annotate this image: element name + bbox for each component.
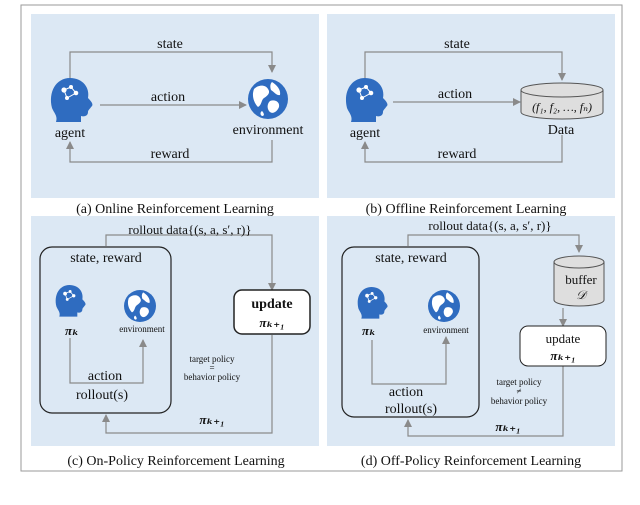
environment-globe-icon (124, 290, 156, 322)
panel-c-action-label: action (88, 369, 122, 384)
panel-c-rollouts-label: rollout(s) (76, 388, 128, 403)
panel-a-action-label: action (151, 90, 185, 105)
panel-d-update-box (519, 325, 607, 367)
panel-d-pi-k1-box-label: πₖ₊₁ (550, 348, 575, 363)
panel-b-data-content: (f₁, f₂, …, fₙ) (532, 100, 592, 114)
panel-d-rollout-data-label: rollout data{(s, a, s′, r)} (428, 218, 551, 233)
panel-a-agent-label: agent (55, 126, 85, 141)
panel-b: (f₁, f₂, …, fₙ) state action reward agen… (345, 37, 604, 217)
panel-b-state-label: state (444, 37, 470, 52)
panel-a-reward-label: reward (151, 147, 190, 162)
panel-a: state action reward agent environment (a… (50, 37, 304, 217)
panel-d-policy-return-arrow (404, 366, 564, 437)
panel-d-target-policy-label: target policy (496, 377, 542, 387)
panel-c-policy-return-arrow (102, 335, 273, 434)
panel-d-rollout-box (341, 246, 480, 418)
panel-b-agent-label: agent (350, 126, 380, 141)
panel-b-reward-arrow (361, 135, 563, 163)
panel-c-target-policy-label: target policy (189, 354, 235, 364)
panel-d-buffer-symbol: 𝒟 (576, 288, 588, 302)
panel-d-action-label: action (389, 385, 423, 400)
panel-d-pi-k-label: πₖ (362, 323, 376, 338)
panel-c-rollout-data-label: rollout data{(s, a, s′, r)} (128, 222, 251, 237)
panel-d-caption: (d) Off-Policy Reinforcement Learning (361, 454, 581, 469)
panel-b-caption: (b) Offline Reinforcement Learning (366, 202, 567, 217)
panel-c-behavior-policy-label: behavior policy (184, 372, 241, 382)
environment-globe-icon (428, 290, 460, 322)
panel-b-state-arrow (364, 51, 566, 81)
panel-d-action-arrow (371, 336, 450, 385)
panel-b-reward-label: reward (438, 147, 477, 162)
panel-c-environment-label: environment (119, 324, 165, 334)
buffer-cylinder-icon (553, 255, 605, 307)
panel-d-not-equals-symbol: ≠ (517, 386, 522, 396)
panel-c-pi-k1-bottom-label: πₖ₊₁ (199, 412, 224, 427)
panel-c-update-label: update (251, 297, 292, 312)
panel-d-environment-label: environment (423, 325, 469, 335)
environment-globe-icon (248, 79, 288, 119)
panel-c-rollout-box (39, 246, 172, 414)
panel-a-reward-arrow (66, 140, 273, 163)
panel-d-rollout-data-arrow (407, 234, 583, 253)
panel-a-caption: (a) Online Reinforcement Learning (76, 202, 274, 217)
panel-d-state-reward-label: state, reward (375, 251, 447, 266)
panel-d-behavior-policy-label: behavior policy (491, 396, 548, 406)
panel-c-action-arrow (69, 338, 147, 384)
panel-c: state, reward πₖ environment action roll… (39, 222, 311, 469)
panel-b-data-label: Data (548, 123, 575, 138)
panel-d-rollouts-label: rollout(s) (385, 402, 437, 417)
panel-d-buffer-label: buffer (565, 272, 597, 287)
panel-a-state-arrow (69, 51, 276, 80)
panel-c-caption: (c) On-Policy Reinforcement Learning (67, 454, 284, 469)
panel-d-pi-k1-bottom-label: πₖ₊₁ (495, 419, 520, 434)
panel-c-pi-k-label: πₖ (65, 323, 79, 338)
panel-c-update-box (233, 289, 311, 335)
panel-c-rollout-data-arrow (105, 234, 276, 291)
panel-b-action-label: action (438, 87, 472, 102)
panel-c-equals-symbol: = (209, 363, 214, 373)
database-cylinder-icon (520, 82, 604, 120)
panel-c-state-reward-label: state, reward (70, 251, 142, 266)
panel-a-state-label: state (157, 37, 183, 52)
panel-d-update-label: update (546, 331, 581, 346)
panel-d: state, reward πₖ environment action roll… (341, 218, 607, 469)
panel-a-environment-label: environment (233, 123, 304, 138)
panel-c-pi-k1-box-label: πₖ₊₁ (259, 315, 284, 330)
